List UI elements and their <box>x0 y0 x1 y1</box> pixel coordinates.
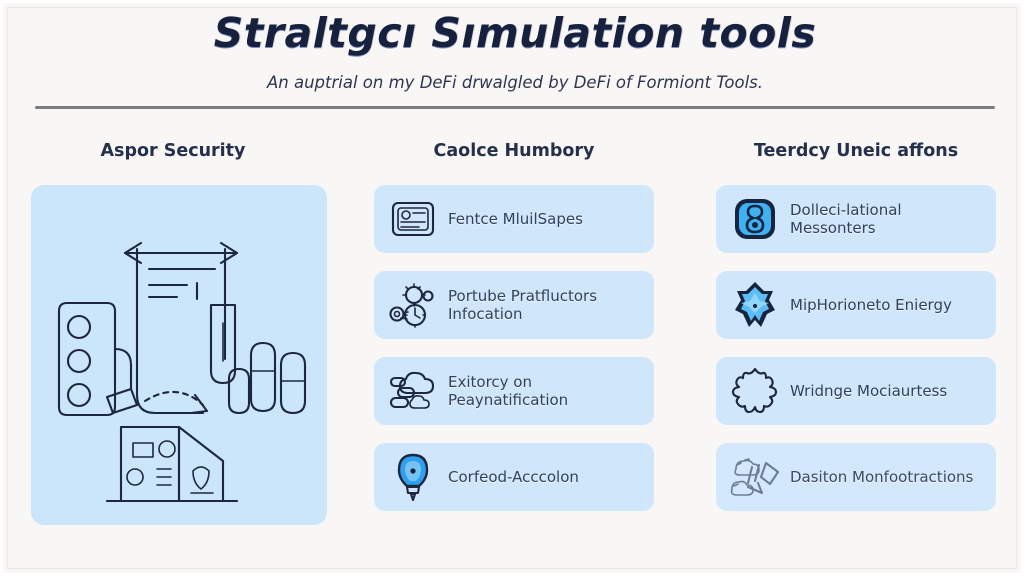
list-item[interactable]: MipHorioneto Eniergy <box>716 271 996 339</box>
illustration-svg <box>57 241 307 503</box>
list-item[interactable]: Exitorcy on Peaynatification <box>374 357 654 425</box>
header-divider <box>35 106 995 109</box>
column-security: Aspor Security <box>3 141 343 529</box>
flask-with-document-icon <box>123 241 239 415</box>
poster-header: Straltgcı Sımulation tools An auptrial o… <box>3 3 1021 92</box>
page-subtitle: An auptrial on my DeFi drwalgled by DeFi… <box>267 73 763 92</box>
column-affons: Teerdcy Uneic affons Dolleci-lational Me… <box>685 141 1021 529</box>
columns-container: Aspor Security <box>3 141 1021 529</box>
capsules-icon <box>227 341 307 415</box>
id-card-icon <box>384 191 442 247</box>
list-item[interactable]: Fentce MluilSapes <box>374 185 654 253</box>
column-heading-security: Aspor Security <box>100 141 246 161</box>
list-item-label: Corfeod-Acccolon <box>448 467 579 486</box>
list-item-label: Exitorcy on Peaynatification <box>448 372 569 409</box>
list-item-label: Portube Pratfluctors Infocation <box>448 286 598 323</box>
column-heading-affons: Teerdcy Uneic affons <box>753 141 959 161</box>
list-item-label: MipHorioneto Eniergy <box>790 295 952 314</box>
star-badge-icon <box>726 277 784 333</box>
pill-strip-icon <box>57 301 139 417</box>
starburst-outline-icon <box>726 363 784 419</box>
column-heading-humbory: Caolce Humbory <box>433 141 595 161</box>
column-humbory: Caolce Humbory Fentce MluilSapes <box>343 141 685 529</box>
cloud-stack-icon <box>384 363 442 419</box>
list-item[interactable]: Dasiton Monfootractions <box>716 443 996 511</box>
list-item[interactable]: Corfeod-Acccolon <box>374 443 654 511</box>
network-gear-icon <box>384 277 442 333</box>
curved-arrow-icon <box>143 390 209 415</box>
list-item-label: Wridnge Mociaurtess <box>790 381 948 400</box>
list-item-label: Dasiton Monfootractions <box>790 467 974 486</box>
rounded-square-badge-icon <box>726 191 784 247</box>
lightbulb-icon <box>384 449 442 505</box>
sketch-cloud-arrows-icon <box>726 449 784 505</box>
list-item-label: Dolleci-lational Messonters <box>790 200 902 237</box>
test-tube-icon <box>209 303 237 385</box>
list-item[interactable]: Wridnge Mociaurtess <box>716 357 996 425</box>
lab-flask-buildings-illustration <box>31 185 327 525</box>
list-item-label: Fentce MluilSapes <box>448 209 583 228</box>
list-item[interactable]: Dolleci-lational Messonters <box>716 185 996 253</box>
page-title: Straltgcı Sımulation tools <box>213 9 817 57</box>
factory-building-icon <box>105 425 239 503</box>
list-item[interactable]: Portube Pratfluctors Infocation <box>374 271 654 339</box>
